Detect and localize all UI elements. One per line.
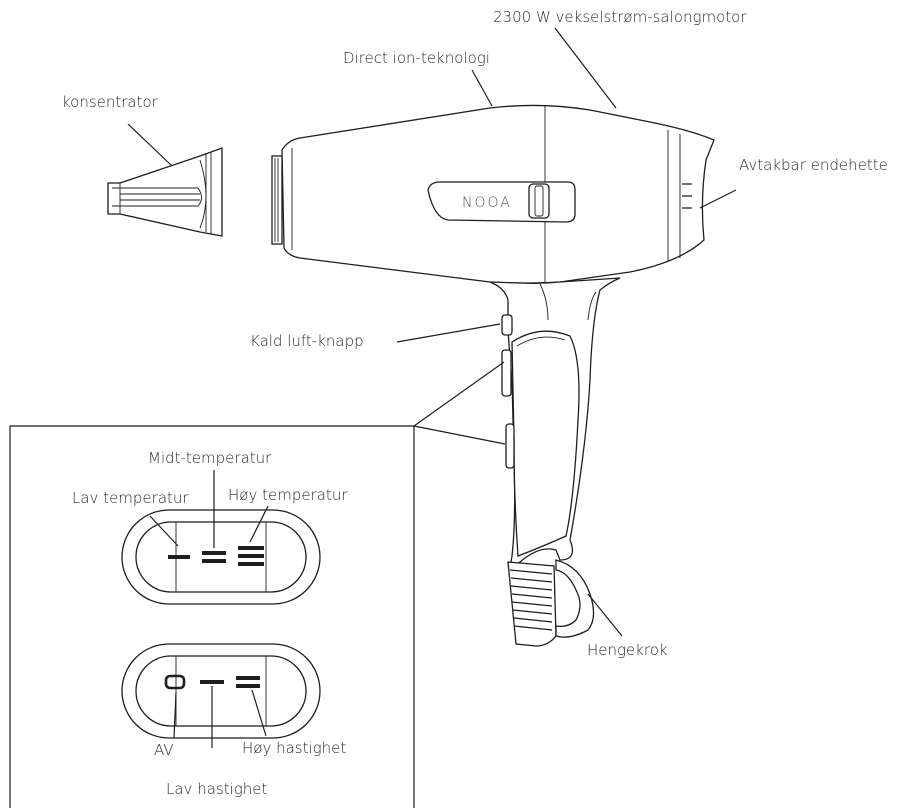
brand-logo: NOOA [462,195,512,211]
label-low-speed: Lav hastighet [166,780,267,798]
temperature-switch-illustration [121,509,321,605]
dryer-body-illustration: NOOA [271,104,715,647]
label-cold-button: Kald luft-knapp [250,332,364,350]
label-off: AV [154,741,174,759]
label-mid-temperature: Midt-temperatur [148,449,272,467]
speed-switch-illustration [121,643,321,739]
label-high-speed: Høy hastighet [242,739,346,757]
label-end-cap: Avtakbar endehette [739,156,888,174]
label-motor: 2300 W vekselstrøm-salongmotor [493,8,747,26]
control-panel-inset [9,425,415,808]
callout-lines [127,27,737,637]
label-low-temperature: Lav temperatur [72,489,189,507]
label-concentrator: konsentrator [62,93,159,111]
label-hang-hook: Hengekrok [587,641,668,659]
label-high-temperature: Høy temperatur [228,486,348,504]
concentrator-illustration [107,147,223,237]
label-ion-technology: Direct ion-teknologi [343,49,490,67]
